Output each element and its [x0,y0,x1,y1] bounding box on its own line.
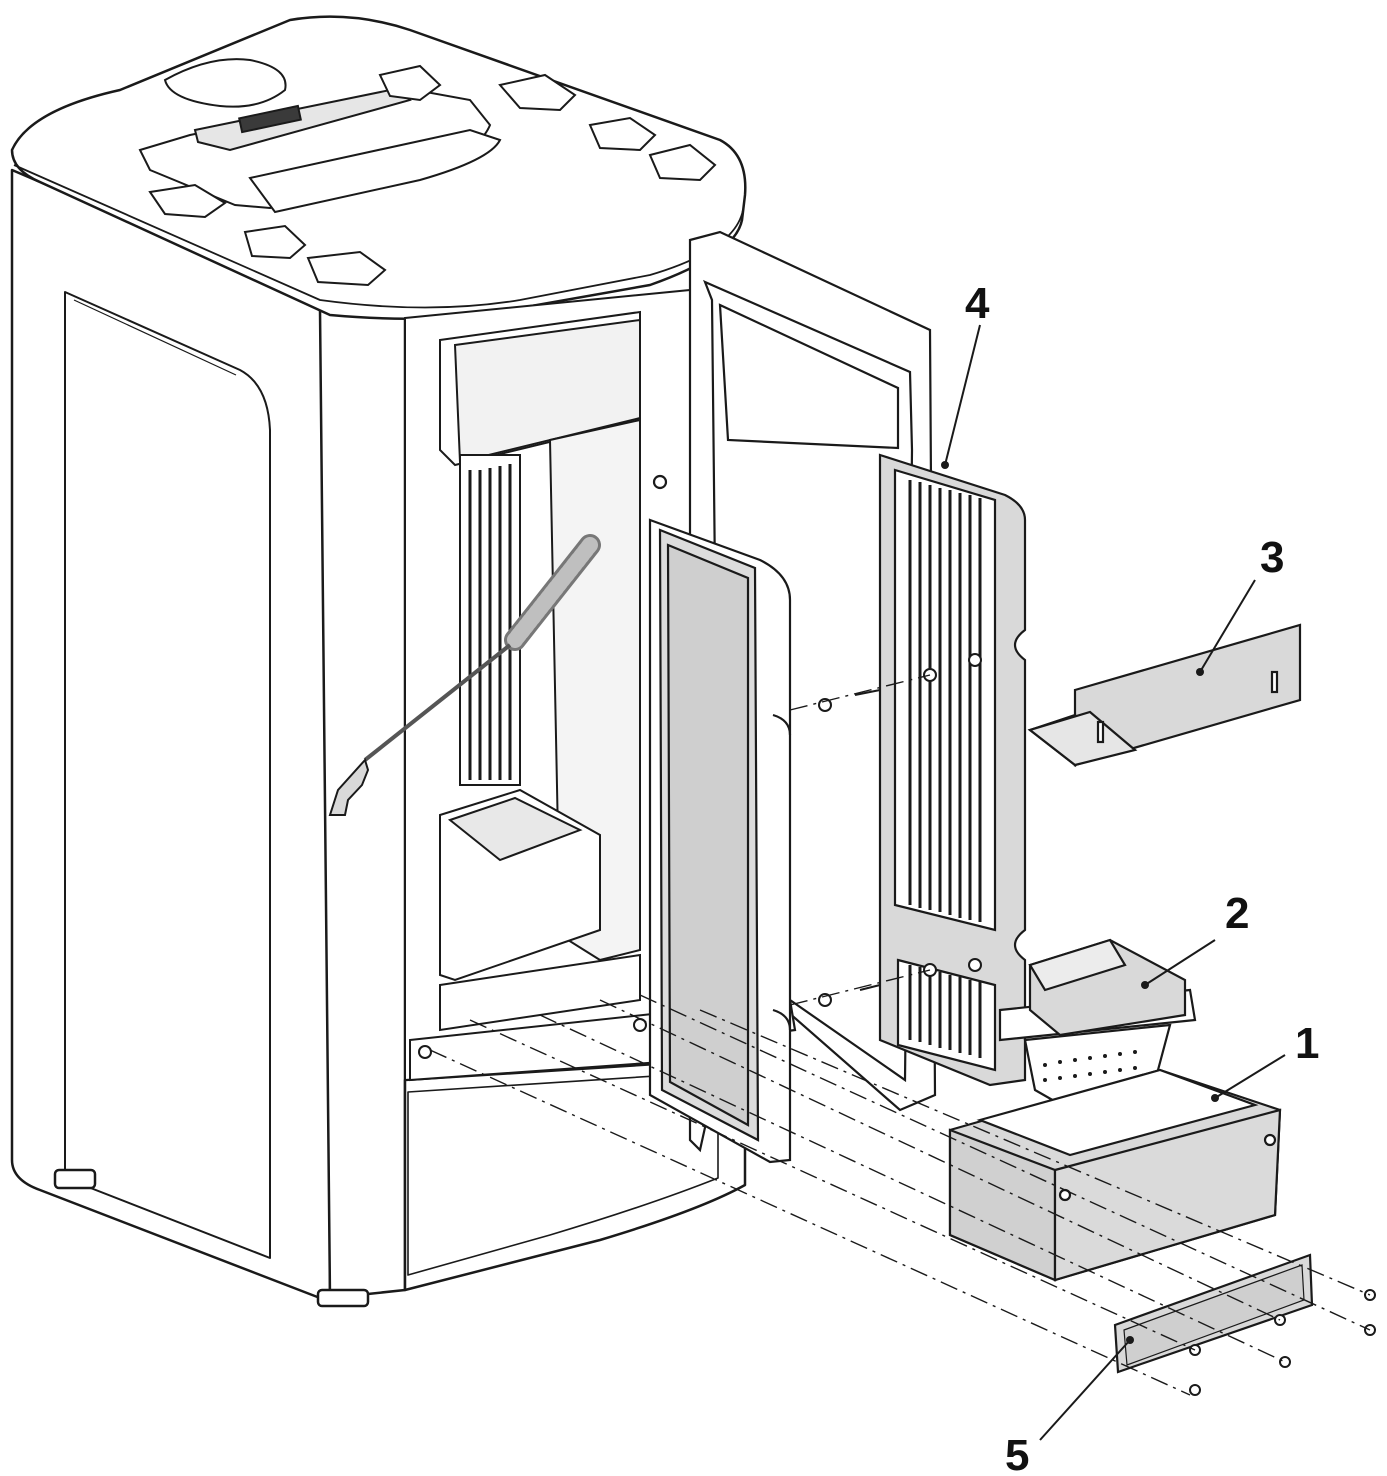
leader-1 [1214,1054,1286,1099]
callout-5: 5 [1005,1431,1029,1476]
leader-5 [1039,1339,1131,1441]
assembly-lines [429,674,1371,1396]
firebox-opening [404,288,691,1082]
top-control-panel [138,58,717,287]
leader-3 [1199,579,1256,673]
callout-3: 3 [1260,533,1284,582]
heat-exchanger-tubes [468,464,512,780]
glass-door-panel [648,518,792,1164]
part-4-screws [818,653,982,1007]
part-2-holes [1043,1050,1137,1082]
callout-1: 1 [1295,1019,1319,1068]
part-5-cover-plate [1113,1253,1314,1374]
leader-4 [944,324,981,466]
part-1-ash-drawer [948,1068,1282,1282]
part-3-deflector [1027,623,1302,768]
callout-2: 2 [1225,889,1249,938]
part-2-burn-pot [998,938,1197,1112]
leader-2 [1144,939,1216,986]
cleaning-brush [328,534,601,816]
callout-4: 4 [965,279,990,328]
callout-dots [941,461,1219,1344]
part-4-fins [908,480,982,1058]
part-4-rear-panel [878,453,1027,1087]
callout-leaders [944,324,1286,1441]
